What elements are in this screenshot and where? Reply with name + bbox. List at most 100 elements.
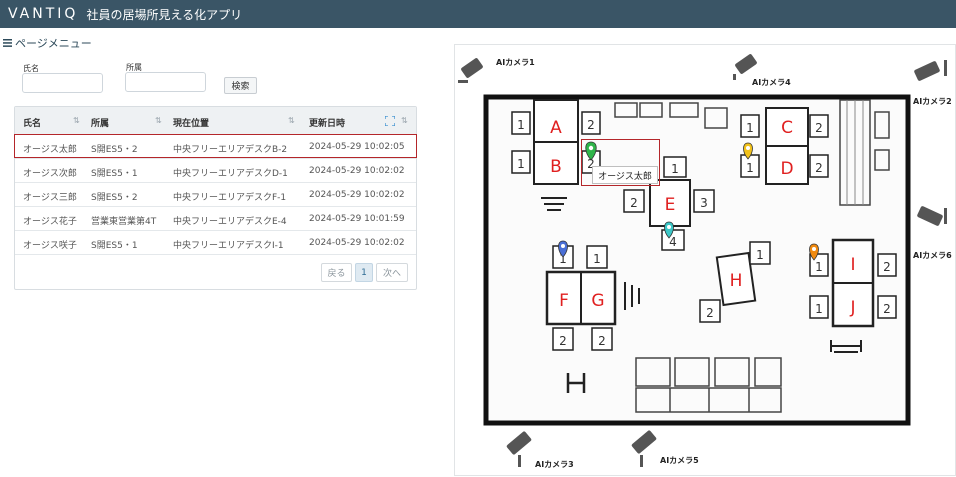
dept-input[interactable] xyxy=(125,72,206,92)
column-header-updated[interactable]: 更新日時 xyxy=(309,119,346,129)
seat-c-1: 1 xyxy=(746,121,754,135)
column-header-name[interactable]: 氏名 xyxy=(23,119,42,129)
camera-label-6: AIカメラ6 xyxy=(913,251,952,260)
desk-label-f: F xyxy=(559,291,569,311)
desk-label-b: B xyxy=(550,157,562,177)
sort-icon[interactable]: ⇅ xyxy=(288,116,295,125)
dept-label: 所属 xyxy=(126,63,142,72)
seat-a-1: 1 xyxy=(517,118,525,132)
employee-table: 氏名 ⇅ 所属 ⇅ 現在位置 ⇅ 更新日時 ⇅ オージス太郎 S開ES5・2 中… xyxy=(14,106,417,290)
seat-e-4: 4 xyxy=(669,235,677,249)
camera-icon xyxy=(458,58,483,83)
column-header-dept[interactable]: 所属 xyxy=(91,119,110,129)
sort-icon[interactable]: ⇅ xyxy=(73,116,80,125)
app-title: 社員の居場所見える化アプリ xyxy=(86,7,243,22)
seat-c-2: 2 xyxy=(815,121,823,135)
table-row[interactable]: オージス三郎 S開ES5・2 中央フリーエリアデスクF-1 2024-05-29… xyxy=(15,183,416,207)
app-header: VANTIQ 社員の居場所見える化アプリ xyxy=(0,0,956,28)
pager-current-page[interactable]: 1 xyxy=(355,263,373,282)
expand-icon[interactable] xyxy=(385,116,395,126)
desk-h xyxy=(715,251,757,307)
seat-h-2: 2 xyxy=(706,306,714,320)
cell-updated: 2024-05-29 10:02:02 xyxy=(309,238,405,248)
location-pin-icon xyxy=(558,240,568,258)
desk-label-a: A xyxy=(550,118,562,138)
seat-i-1: 1 xyxy=(815,260,823,274)
seat-g-1: 1 xyxy=(593,252,601,266)
seat-d-2: 2 xyxy=(815,161,823,175)
cell-name: オージス次郎 xyxy=(23,169,77,179)
camera-icon xyxy=(914,60,947,81)
camera-label-2: AIカメラ2 xyxy=(913,97,952,106)
camera-label-5: AIカメラ5 xyxy=(660,456,699,465)
cell-dept: 営業東営業第4T xyxy=(91,217,157,227)
selected-row-highlight xyxy=(14,134,417,158)
name-label: 氏名 xyxy=(23,64,39,73)
pager-prev-button[interactable]: 戻る xyxy=(321,263,352,282)
seat-a-2: 2 xyxy=(587,118,595,132)
desk-label-j: J xyxy=(849,298,855,318)
hamburger-icon xyxy=(3,39,12,47)
desk-label-g: G xyxy=(591,291,604,311)
cell-name: オージス咲子 xyxy=(23,241,77,251)
table-row[interactable]: オージス次郎 S開ES5・1 中央フリーエリアデスクD-1 2024-05-29… xyxy=(15,159,416,183)
cell-dept: S開ES5・2 xyxy=(91,193,138,203)
column-header-location[interactable]: 現在位置 xyxy=(173,119,210,129)
camera-label-4: AIカメラ4 xyxy=(752,78,791,87)
pager-next-button[interactable]: 次へ xyxy=(376,263,408,282)
desk-label-e: E xyxy=(665,195,676,215)
camera-icon xyxy=(733,54,757,80)
vantiq-logo: VANTIQ xyxy=(8,6,79,22)
cell-dept: S開ES5・1 xyxy=(91,241,138,251)
table-row[interactable]: オージス太郎 S開ES5・2 中央フリーエリアデスクB-2 2024-05-29… xyxy=(15,135,416,159)
camera-label-3: AIカメラ3 xyxy=(535,460,574,469)
chair-icon xyxy=(639,102,663,118)
camera-icon xyxy=(631,430,657,467)
sort-icon[interactable]: ⇅ xyxy=(155,116,162,125)
seat-e-1: 1 xyxy=(671,162,679,176)
location-pin-icon xyxy=(743,142,753,160)
cell-updated: 2024-05-29 10:02:05 xyxy=(309,142,405,152)
desk-e xyxy=(649,179,691,227)
sort-icon[interactable]: ⇅ xyxy=(401,116,408,125)
table-row[interactable]: オージス咲子 S開ES5・1 中央フリーエリアデスクI-1 2024-05-29… xyxy=(15,231,416,255)
location-pin-icon xyxy=(664,221,674,239)
chair-icon xyxy=(624,282,640,310)
camera-icon xyxy=(917,206,947,226)
search-button[interactable]: 検索 xyxy=(224,77,257,94)
camera-label-1: AIカメラ1 xyxy=(496,58,535,67)
camera-icon xyxy=(506,431,532,467)
location-pin-icon xyxy=(809,243,819,261)
location-pin-icon xyxy=(585,141,597,161)
table-row[interactable]: オージス花子 営業東営業第4T 中央フリーエリアデスクE-4 2024-05-2… xyxy=(15,207,416,231)
cell-name: オージス三郎 xyxy=(23,193,77,203)
chair-icon xyxy=(566,373,586,393)
cell-location: 中央フリーエリアデスクE-4 xyxy=(173,217,287,227)
cell-location: 中央フリーエリアデスクD-1 xyxy=(173,169,288,179)
desk-label-i: I xyxy=(850,255,855,275)
chair-icon xyxy=(614,102,638,118)
cell-location: 中央フリーエリアデスクI-1 xyxy=(173,241,284,251)
location-tooltip: オージス太郎 xyxy=(592,166,658,184)
sofa xyxy=(635,357,782,413)
page-menu[interactable]: ページメニュー xyxy=(3,35,92,51)
seat-f-1: 1 xyxy=(559,252,567,266)
seat-d-1: 1 xyxy=(746,161,754,175)
cell-dept: S開ES5・1 xyxy=(91,169,138,179)
seat-e-2: 2 xyxy=(630,196,638,210)
seat-b-1: 1 xyxy=(517,157,525,171)
floor-map: A B 1 2 1 2 C D 1 2 1 2 E 1 2 3 4 F G 1 … xyxy=(458,54,947,467)
seat-i-2: 2 xyxy=(883,260,891,274)
desk-label-c: C xyxy=(781,118,793,138)
cell-updated: 2024-05-29 10:02:02 xyxy=(309,190,405,200)
seat-b-2: 2 xyxy=(587,157,595,171)
name-input[interactable] xyxy=(22,73,103,93)
chair-icon xyxy=(704,107,728,129)
table-header: 氏名 ⇅ 所属 ⇅ 現在位置 ⇅ 更新日時 ⇅ xyxy=(15,107,416,135)
chair-icon xyxy=(669,102,699,118)
seat-e-3: 3 xyxy=(700,196,708,210)
floor-wall xyxy=(483,94,911,426)
seat-h-1: 1 xyxy=(756,248,764,262)
chair-icon xyxy=(830,340,862,353)
cell-name: オージス花子 xyxy=(23,217,77,227)
